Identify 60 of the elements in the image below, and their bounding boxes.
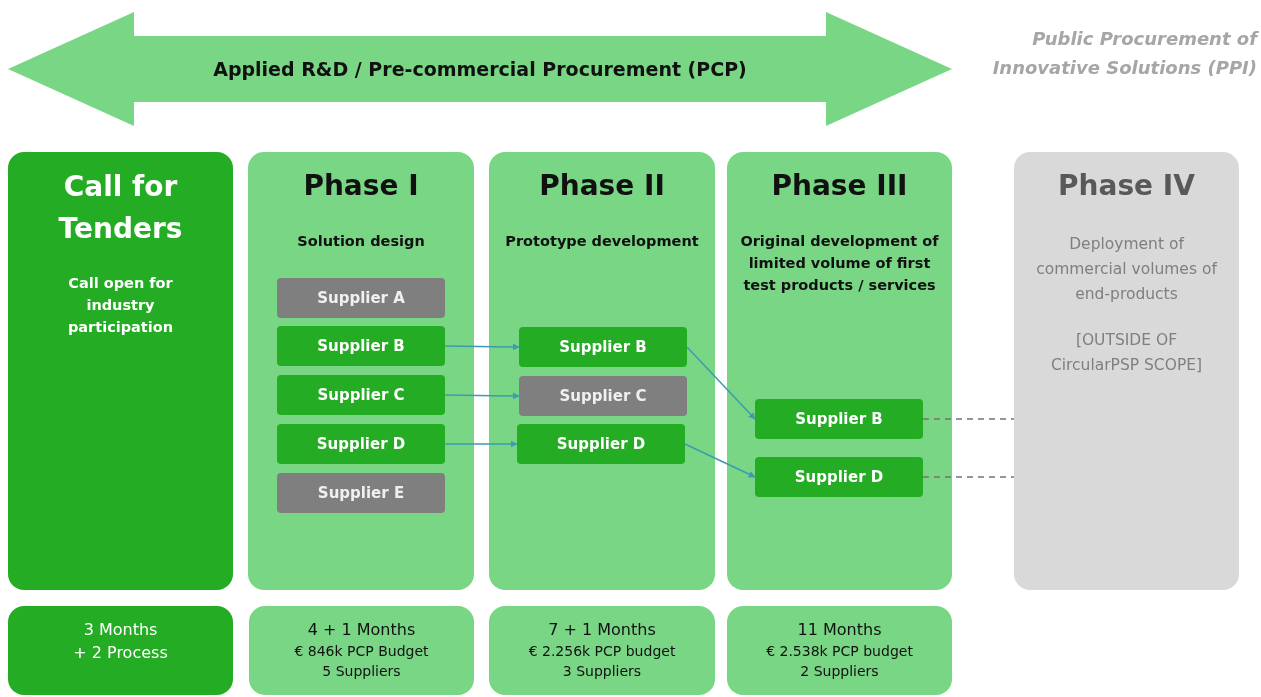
supplier-box bbox=[277, 424, 445, 464]
supplier-label: Supplier D bbox=[794, 468, 884, 486]
phase-panel bbox=[248, 152, 474, 590]
supplier-box bbox=[519, 327, 687, 367]
arrow bbox=[686, 346, 756, 420]
duration-card bbox=[8, 606, 233, 695]
phase-heading: Phase IV bbox=[1057, 168, 1196, 204]
duration-card bbox=[727, 606, 952, 695]
supplier-box bbox=[755, 399, 923, 439]
detail-text: € 2.538k PCP budget bbox=[766, 642, 913, 661]
phase-panel bbox=[8, 152, 233, 590]
phase-description: Solution design bbox=[296, 232, 426, 251]
phase-heading: Phase II bbox=[538, 168, 666, 204]
supplier-label: Supplier B bbox=[317, 337, 405, 355]
phase-panel bbox=[727, 152, 952, 590]
arrow bbox=[444, 440, 518, 448]
detail-text: 5 Suppliers bbox=[322, 662, 401, 681]
supplier-box bbox=[277, 278, 445, 318]
phase-description: Prototype development bbox=[504, 232, 700, 251]
phase-heading: Phase I bbox=[302, 168, 420, 204]
phase-description: Call open for industry participation bbox=[66, 274, 175, 337]
band-title: Applied R&D / Pre-commercial Procurement (PCP) bbox=[213, 58, 747, 80]
dashed-connector bbox=[922, 476, 1015, 478]
detail-text: € 2.256k PCP budget bbox=[528, 642, 676, 661]
detail-text: € 846k PCP Budget bbox=[294, 642, 429, 661]
supplier-label: Supplier C bbox=[559, 387, 647, 405]
supplier-box bbox=[277, 375, 445, 415]
supplier-box bbox=[755, 457, 923, 497]
detail-text: 2 Suppliers bbox=[800, 662, 879, 681]
arrow bbox=[684, 443, 756, 478]
scope-note: [OUTSIDE OF CircularPSP SCOPE] bbox=[1049, 330, 1204, 376]
supplier-label: Supplier E bbox=[317, 484, 405, 502]
phase-heading: Phase III bbox=[770, 168, 909, 204]
supplier-box bbox=[517, 424, 685, 464]
arrow bbox=[444, 392, 520, 400]
detail-text: 3 Suppliers bbox=[562, 662, 642, 681]
phase-panel bbox=[489, 152, 715, 590]
supplier-label: Supplier C bbox=[317, 386, 405, 404]
duration-text: 4 + 1 Months bbox=[307, 619, 416, 641]
phase-description: Original development of limited volume of first test products / services bbox=[739, 232, 940, 295]
duration-card bbox=[249, 606, 474, 695]
duration-card bbox=[489, 606, 715, 695]
supplier-label: Supplier B bbox=[559, 338, 647, 356]
supplier-box bbox=[519, 376, 687, 416]
supplier-label: Supplier B bbox=[795, 410, 883, 428]
dashed-connector bbox=[922, 418, 1015, 420]
supplier-box bbox=[277, 326, 445, 366]
supplier-box bbox=[277, 473, 445, 513]
supplier-label: Supplier D bbox=[316, 435, 406, 453]
duration-text: 3 Months bbox=[83, 619, 158, 641]
detail-text: + 2 Process bbox=[73, 642, 168, 664]
phase-description: Deployment of commercial volumes of end-products bbox=[1035, 234, 1219, 305]
duration-text: 7 + 1 Months bbox=[548, 619, 656, 641]
ppi-label: Public Procurement of Innovative Solutions (PPI) bbox=[991, 27, 1257, 80]
duration-text: 11 Months bbox=[797, 619, 882, 641]
phase-heading: Call for Tenders bbox=[57, 169, 184, 247]
supplier-label: Supplier A bbox=[317, 289, 405, 307]
arrow bbox=[444, 343, 520, 351]
supplier-label: Supplier D bbox=[556, 435, 646, 453]
phase-panel bbox=[1014, 152, 1239, 590]
